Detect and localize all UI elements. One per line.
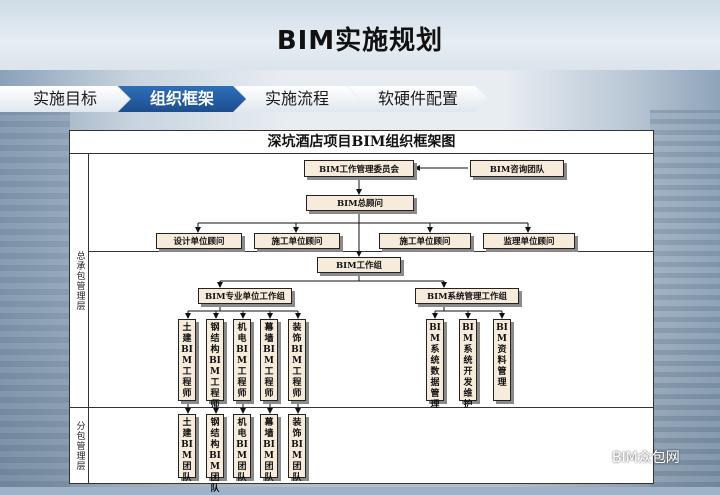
node-mep-engineer: 机电BIM工程师 [233,319,251,401]
divider [88,251,653,252]
node-system-data: BIM系统数据管理 [426,319,444,410]
node-steel-engineer: 钢结构BIM工程师 [206,319,224,410]
node-decoration-team: 装饰BIM团队 [288,414,306,483]
tab-organization-framework[interactable]: 组织框架 [118,86,246,112]
node-construction-advisor: 施工单位顾问 [254,233,340,249]
node-construction-advisor: 施工单位顾问 [379,233,471,249]
section-label-general: 总承包管理层 [70,154,89,408]
node-chief-advisor: BIM总顾问 [306,195,414,211]
tab-label: 实施目标 [32,89,97,108]
wechat-icon [586,448,608,465]
title-band [0,0,720,70]
org-chart-frame: 深坑酒店项目BIM组织框架图 总承包管理层 分包管理层 [69,130,654,494]
connector-lines [185,165,531,414]
section-label-sub: 分包管理层 [70,408,89,483]
page-title: BIM实施规划 [276,26,444,56]
node-professional-group: BIM专业单位工作组 [198,288,292,304]
node-supervision-advisor: 监理单位顾问 [483,233,575,249]
divider [70,407,653,408]
node-mep-team: 机电BIM团队 [233,414,251,483]
node-documents: BIM资料管理 [493,319,511,401]
node-consult-team: BIM咨询团队 [470,160,564,177]
tab-implementation-goals[interactable]: 实施目标 [0,86,130,112]
node-design-advisor: 设计单位顾问 [156,233,242,249]
tab-label: 组织框架 [149,89,214,108]
tab-implementation-process[interactable]: 实施流程 [234,86,360,112]
node-system-group: BIM系统管理工作组 [415,288,519,304]
node-curtain-wall-engineer: 幕墙BIM工程师 [260,319,278,401]
node-curtain-wall-team: 幕墙BIM团队 [260,414,278,483]
node-civil-team: 土建BIM团队 [178,414,196,483]
tab-label: 软硬件配置 [377,89,458,108]
node-steel-team: 钢结构BIM团队 [206,414,224,494]
node-committee: BIM工作管理委员会 [304,160,414,177]
diagram-title: 深坑酒店项目BIM组织框架图 [70,131,653,154]
breadcrumb: 实施目标 组织框架 实施流程 软硬件配置 [0,86,720,112]
tab-software-hardware[interactable]: 软硬件配置 [348,86,488,112]
background-building-left [0,110,70,487]
node-system-dev: BIM系统开发维护 [459,319,477,410]
node-workgroup: BIM工作组 [317,257,401,273]
tab-label: 实施流程 [264,89,329,108]
background-building-right [650,110,720,487]
node-civil-engineer: 土建BIM工程师 [178,319,196,401]
node-decoration-engineer: 装饰BIM工程师 [288,319,306,401]
watermark: BIM众包网 [586,446,716,468]
watermark-text: BIM众包网 [612,450,680,466]
